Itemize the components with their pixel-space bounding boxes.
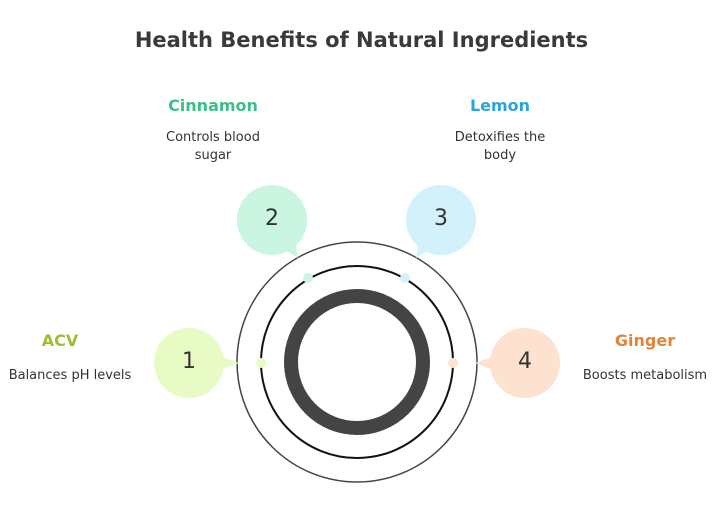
bubble-3 <box>406 185 476 255</box>
outer-ring <box>236 241 478 483</box>
label-acv: ACV <box>41 331 79 350</box>
desc-cinnamon: Controls blood sugar <box>166 130 260 163</box>
label-cinnamon: Cinnamon <box>168 96 258 115</box>
ring-dot-1 <box>256 358 266 368</box>
bubble-4 <box>490 328 560 398</box>
bubble-2 <box>237 185 307 255</box>
desc-ginger: Boosts metabolism <box>582 368 708 383</box>
desc-acv: Balances pH levels <box>8 368 132 383</box>
diagram-title: Health Benefits of Natural Ingredients <box>134 28 589 52</box>
desc-lemon: Detoxifies the body <box>454 130 546 163</box>
ring-dot-4 <box>448 358 458 368</box>
bubble-number-1: 1 <box>182 349 196 374</box>
label-ginger: Ginger <box>614 331 676 350</box>
inner-thick-ring <box>284 289 430 435</box>
bubble-number-2: 2 <box>265 206 279 231</box>
ring-dot-2 <box>303 273 313 283</box>
label-lemon: Lemon <box>469 96 531 115</box>
bubble-number-4: 4 <box>518 349 532 374</box>
bubble-number-3: 3 <box>434 206 448 231</box>
bubble-1 <box>154 328 224 398</box>
ring-dot-3 <box>400 273 410 283</box>
